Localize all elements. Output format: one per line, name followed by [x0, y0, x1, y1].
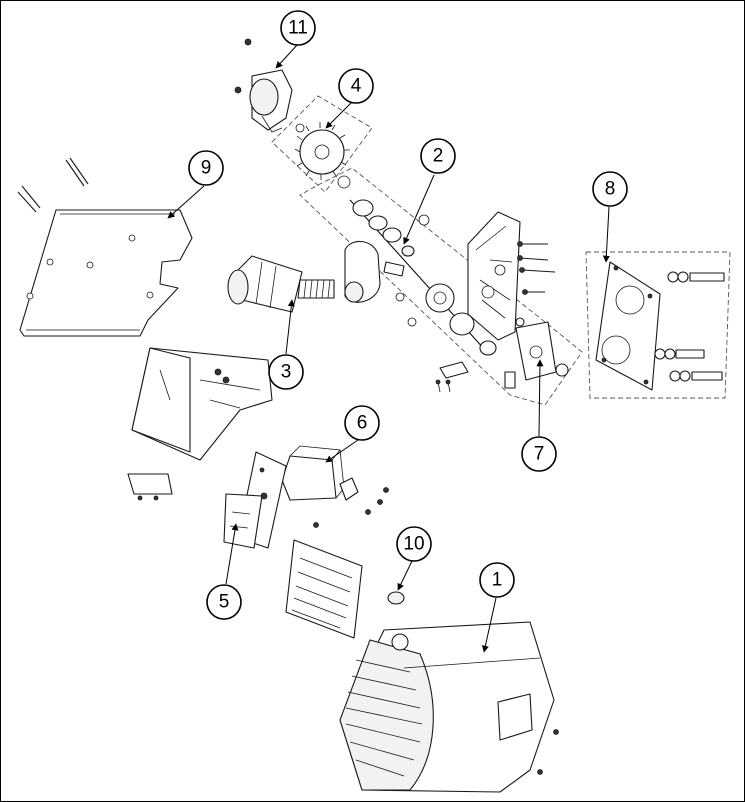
callout-3: 3 — [268, 354, 304, 390]
small-bracket — [127, 473, 173, 501]
callout-10: 10 — [396, 526, 432, 562]
callout-2: 2 — [420, 138, 456, 174]
callout-4: 4 — [338, 68, 374, 104]
callout-10-label: 10 — [403, 534, 424, 555]
part-1-cover — [339, 621, 559, 793]
part-8-plate-group — [585, 251, 731, 399]
callout-7: 7 — [521, 436, 557, 472]
callout-5: 5 — [206, 584, 242, 620]
part-7-bracket — [515, 317, 569, 381]
housing-box — [131, 347, 273, 461]
callout-2-label: 2 — [433, 146, 444, 167]
callout-7-label: 7 — [534, 444, 545, 465]
callout-8-label: 8 — [605, 179, 616, 200]
callout-3-label: 3 — [281, 362, 292, 383]
part-10-cap — [387, 591, 405, 605]
part-9-chassis-plate — [17, 157, 193, 337]
part-2-drive-shaft-group — [299, 167, 583, 406]
callout-11-label: 11 — [288, 18, 308, 39]
callout-8: 8 — [592, 171, 628, 207]
callout-1: 1 — [479, 562, 515, 598]
light-lens — [285, 539, 363, 639]
callout-1-label: 1 — [492, 570, 503, 591]
leader-lines — [167, 43, 610, 653]
part-4-sprocket-group — [271, 95, 373, 193]
callout-9: 9 — [188, 150, 224, 186]
part-3-motor — [227, 255, 335, 313]
callout-4-label: 4 — [351, 76, 362, 97]
plate-bolts — [654, 271, 725, 382]
part-6-transformer — [281, 445, 389, 528]
sprocket-gear — [294, 122, 350, 180]
part-5-circuit-board — [223, 451, 287, 549]
callout-9-label: 9 — [201, 158, 212, 179]
part-11-bracket — [234, 38, 293, 133]
callout-5-label: 5 — [219, 592, 230, 613]
callout-6-label: 6 — [357, 413, 368, 434]
callout-6: 6 — [344, 405, 380, 441]
callout-11: 11 — [280, 10, 316, 46]
